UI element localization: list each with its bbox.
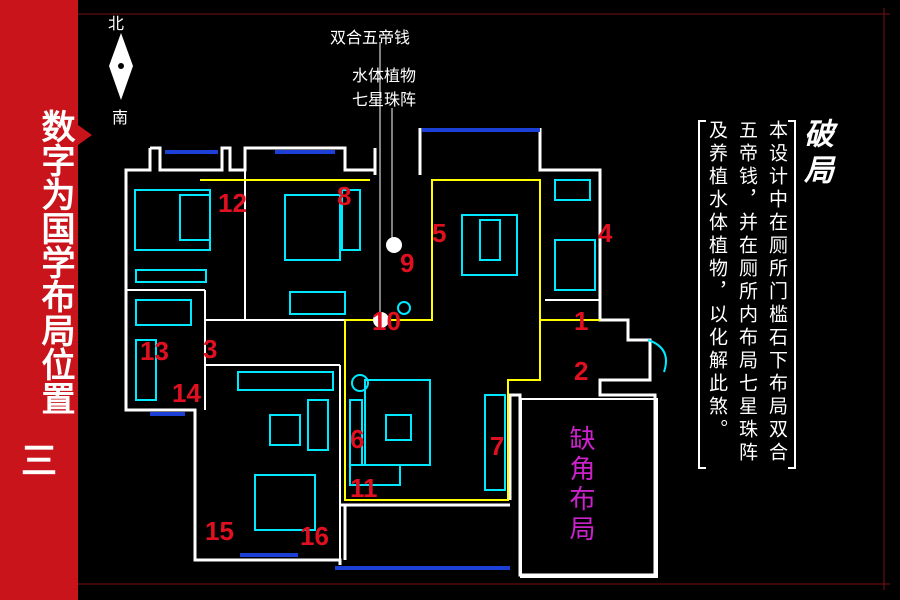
furniture [134, 179, 667, 531]
room-number-11: 11 [350, 473, 378, 503]
room-number-4: 4 [598, 218, 613, 248]
panel-text-col-3: 及养植水体植物，以化解此煞。 [706, 120, 728, 442]
room-number-3: 3 [203, 334, 217, 364]
room-number-9: 9 [400, 248, 414, 278]
sidebar [0, 0, 78, 600]
room-number-2: 2 [574, 356, 588, 386]
room-number-10: 10 [372, 306, 401, 336]
room-number-15: 15 [205, 516, 234, 546]
room-number-5: 5 [432, 218, 446, 248]
room-number-12: 12 [218, 188, 247, 218]
missing-corner-box [520, 398, 658, 578]
panel-bracket-right [788, 120, 796, 469]
windows [150, 128, 540, 570]
room-number-8: 8 [337, 181, 351, 211]
room-number-16: 16 [300, 521, 329, 551]
compass-north: 北 [108, 14, 125, 33]
sidebar-pointer [78, 125, 92, 145]
compass-south: 南 [112, 108, 129, 127]
living-outline [200, 179, 600, 501]
callout-water-plant: 水体植物 [352, 66, 417, 85]
callout-seven-star: 七星珠阵 [352, 90, 417, 109]
panel-text-col-2: 五帝钱，并在厕所内布局七星珠阵 [736, 120, 758, 465]
room-number-13: 13 [140, 336, 169, 366]
room-number-7: 7 [490, 431, 504, 461]
room-number-14: 14 [172, 378, 201, 408]
room-number-1: 1 [574, 306, 588, 336]
missing-corner-label: 缺角布局 [565, 425, 595, 545]
sidebar-title: 数字为国学布局位置 [35, 109, 75, 415]
panel-bracket-left [698, 120, 706, 469]
room-number-6: 6 [350, 424, 364, 454]
sidebar-number: 三 [20, 441, 57, 482]
panel-heading: 破局 [798, 118, 833, 190]
callout-coins: 双合五帝钱 [330, 28, 411, 47]
panel-text-col-1: 本设计中在厕所门槛石下布局双合 [766, 120, 788, 465]
